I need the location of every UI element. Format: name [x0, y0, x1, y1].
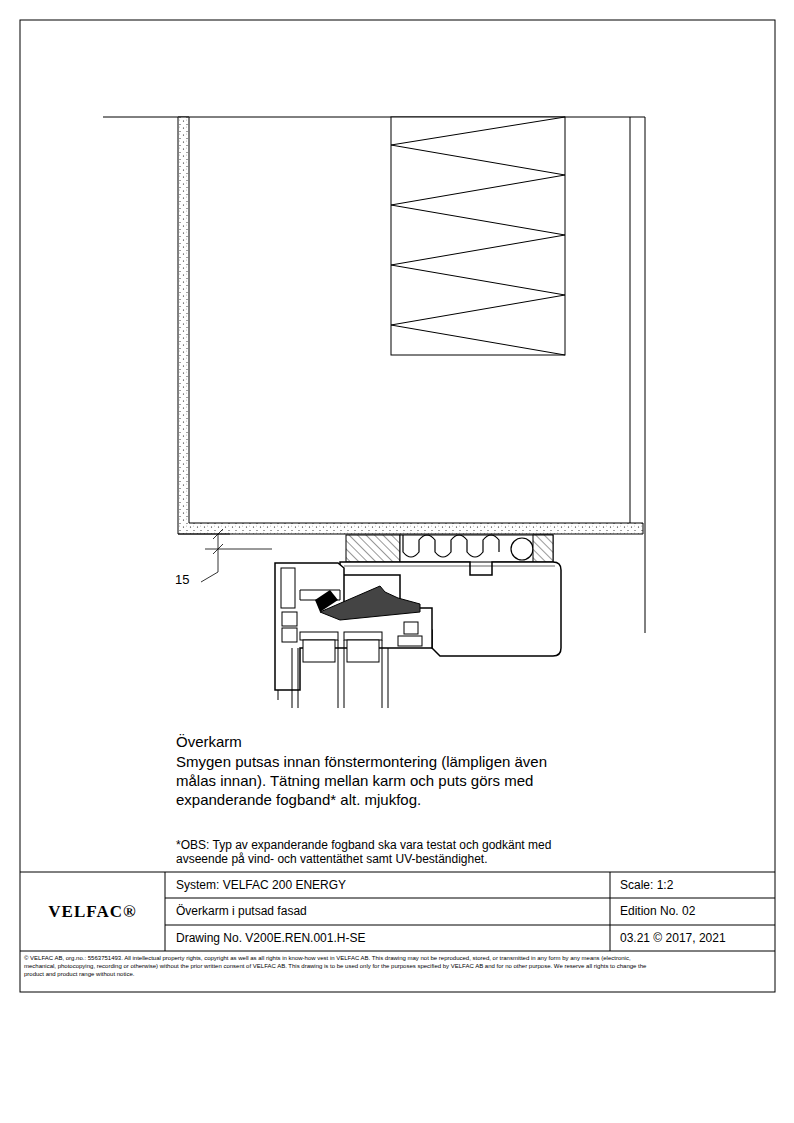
title-block-cell: Drawing No. V200E.REN.001.H-SE	[176, 931, 365, 946]
title-block-cell: System: VELFAC 200 ENERGY	[176, 878, 346, 893]
title-block-cell: Edition No. 02	[620, 904, 695, 919]
title-block-cell: 03.21 © 2017, 2021	[620, 931, 726, 946]
detail-heading: Överkarm	[176, 733, 242, 752]
dimension-number: 15	[175, 572, 189, 588]
detail-note: Smygen putsas innan fönstermontering (lä…	[176, 752, 548, 809]
title-block-cell: Scale: 1:2	[620, 878, 673, 893]
title-block-cell: Överkarm i putsad fasad	[176, 904, 307, 919]
footnote: *OBS: Typ av expanderande fogband ska va…	[176, 838, 576, 866]
copyright-notice: © VELFAC AB, org.no.: 5563751493. All in…	[24, 954, 649, 978]
company-logo: VELFAC®	[30, 901, 155, 922]
